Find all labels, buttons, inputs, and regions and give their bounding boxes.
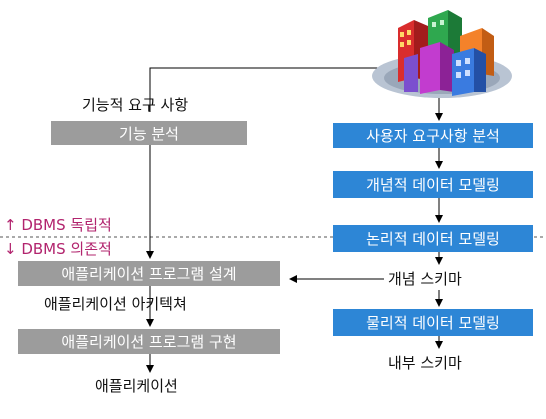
physical-modeling-box: 물리적 데이터 모델링	[333, 309, 533, 336]
app-program-impl-box: 애플리케이션 프로그램 구현	[18, 329, 280, 354]
buildings-to-left-line	[149, 67, 390, 112]
buildings-icon	[372, 10, 512, 98]
functional-analysis-box: 기능 분석	[51, 121, 247, 145]
logical-modeling-box: 논리적 데이터 모델링	[333, 225, 533, 252]
conceptual-schema-label: 개념 스키마	[388, 270, 462, 288]
app-architecture-label: 애플리케이션 아키텍쳐	[44, 295, 187, 313]
application-label: 애플리케이션	[95, 377, 178, 395]
internal-schema-label: 내부 스키마	[388, 354, 462, 372]
dbms-dependent-label: ↓ DBMS 의존적	[4, 240, 112, 258]
user-requirements-analysis-box: 사용자 요구사항 분석	[333, 123, 533, 148]
functional-requirements-label: 기능적 요구 사항	[82, 96, 189, 114]
dbms-independent-label: ↑ DBMS 독립적	[4, 216, 112, 234]
conceptual-modeling-box: 개념적 데이터 모델링	[333, 171, 533, 198]
app-program-design-box: 애플리케이션 프로그램 설계	[18, 261, 280, 286]
